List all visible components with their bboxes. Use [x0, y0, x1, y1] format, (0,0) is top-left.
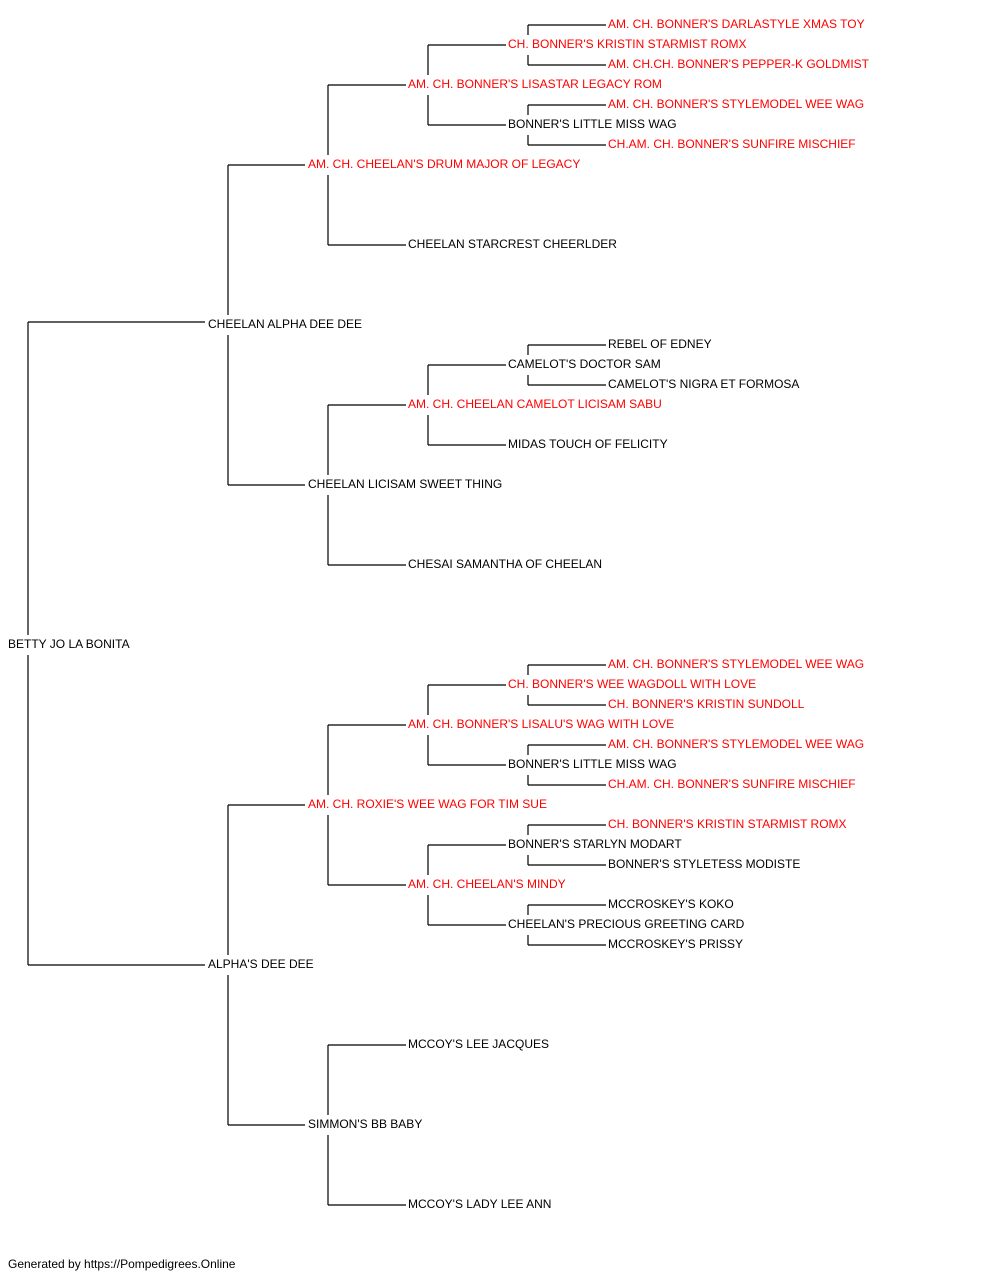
pedigree-node-pedigree.dam.sire.dam.sire.sire: CH. BONNER'S KRISTIN STARMIST ROMX	[608, 817, 847, 831]
pedigree-node-pedigree.sire.sire.sire.dam.dam: CH.AM. CH. BONNER'S SUNFIRE MISCHIEF	[608, 137, 856, 151]
pedigree-node-pedigree.sire.sire.dam: CHEELAN STARCREST CHEERLDER	[408, 237, 617, 251]
pedigree-node-pedigree.dam: ALPHA'S DEE DEE	[208, 957, 314, 971]
pedigree-node-pedigree.sire.sire.sire.sire.sire: AM. CH. BONNER'S DARLASTYLE XMAS TOY	[608, 17, 865, 31]
pedigree-node-pedigree.dam.sire.sire.sire: CH. BONNER'S WEE WAGDOLL WITH LOVE	[508, 677, 756, 691]
pedigree-node-pedigree.dam.dam: SIMMON'S BB BABY	[308, 1117, 422, 1131]
pedigree-node-pedigree.sire.dam.sire.sire: CAMELOT'S DOCTOR SAM	[508, 357, 661, 371]
pedigree-node-pedigree.dam.sire.dam.dam.dam: MCCROSKEY'S PRISSY	[608, 937, 743, 951]
pedigree-node-pedigree.dam.sire.sire.dam.dam: CH.AM. CH. BONNER'S SUNFIRE MISCHIEF	[608, 777, 856, 791]
pedigree-node-pedigree.sire.dam.sire.dam: MIDAS TOUCH OF FELICITY	[508, 437, 668, 451]
pedigree-node-pedigree.sire.sire.sire.sire: CH. BONNER'S KRISTIN STARMIST ROMX	[508, 37, 747, 51]
pedigree-node-pedigree.dam.sire.sire.dam: BONNER'S LITTLE MISS WAG	[508, 757, 677, 771]
pedigree-node-pedigree.dam.sire.sire.sire.sire: AM. CH. BONNER'S STYLEMODEL WEE WAG	[608, 657, 864, 671]
pedigree-node-pedigree.dam.sire.dam.dam: CHEELAN'S PRECIOUS GREETING CARD	[508, 917, 745, 931]
pedigree-node-pedigree.sire.sire.sire: AM. CH. BONNER'S LISASTAR LEGACY ROM	[408, 77, 662, 91]
pedigree-node-pedigree.sire.dam: CHEELAN LICISAM SWEET THING	[308, 477, 502, 491]
pedigree-node-pedigree.dam.sire: AM. CH. ROXIE'S WEE WAG FOR TIM SUE	[308, 797, 547, 811]
pedigree-node-pedigree.sire: CHEELAN ALPHA DEE DEE	[208, 317, 362, 331]
pedigree-subject: BETTY JO LA BONITA	[8, 637, 130, 651]
pedigree-node-pedigree.dam.sire.dam.sire: BONNER'S STARLYN MODART	[508, 837, 682, 851]
pedigree-node-pedigree.dam.sire.dam.dam.sire: MCCROSKEY'S KOKO	[608, 897, 734, 911]
pedigree-node-pedigree.dam.sire.dam.sire.dam: BONNER'S STYLETESS MODISTE	[608, 857, 800, 871]
pedigree-node-pedigree.sire.dam.dam: CHESAI SAMANTHA OF CHEELAN	[408, 557, 602, 571]
pedigree-node-pedigree.dam.dam.dam: MCCOY'S LADY LEE ANN	[408, 1197, 551, 1211]
pedigree-node-pedigree.sire.sire.sire.dam.sire: AM. CH. BONNER'S STYLEMODEL WEE WAG	[608, 97, 864, 111]
generator-credit: Generated by https://Pompedigrees.Online	[8, 1257, 236, 1271]
pedigree-node-pedigree.sire.sire.sire.sire.dam: AM. CH.CH. BONNER'S PEPPER-K GOLDMIST	[608, 57, 870, 71]
pedigree-node-pedigree.dam.sire.sire.sire.dam: CH. BONNER'S KRISTIN SUNDOLL	[608, 697, 805, 711]
pedigree-node-pedigree.sire.sire: AM. CH. CHEELAN'S DRUM MAJOR OF LEGACY	[308, 157, 580, 171]
pedigree-node-pedigree.dam.sire.dam: AM. CH. CHEELAN'S MINDY	[408, 877, 566, 891]
pedigree-node-pedigree.sire.dam.sire: AM. CH. CHEELAN CAMELOT LICISAM SABU	[408, 397, 662, 411]
pedigree-node-pedigree.sire.dam.sire.sire.dam: CAMELOT'S NIGRA ET FORMOSA	[608, 377, 799, 391]
pedigree-node-pedigree.sire.dam.sire.sire.sire: REBEL OF EDNEY	[608, 337, 712, 351]
pedigree-node-pedigree.dam.dam.sire: MCCOY'S LEE JACQUES	[408, 1037, 549, 1051]
pedigree-node-pedigree.sire.sire.sire.dam: BONNER'S LITTLE MISS WAG	[508, 117, 677, 131]
pedigree-node-pedigree.dam.sire.sire.dam.sire: AM. CH. BONNER'S STYLEMODEL WEE WAG	[608, 737, 864, 751]
pedigree-node-pedigree.dam.sire.sire: AM. CH. BONNER'S LISALU'S WAG WITH LOVE	[408, 717, 674, 731]
